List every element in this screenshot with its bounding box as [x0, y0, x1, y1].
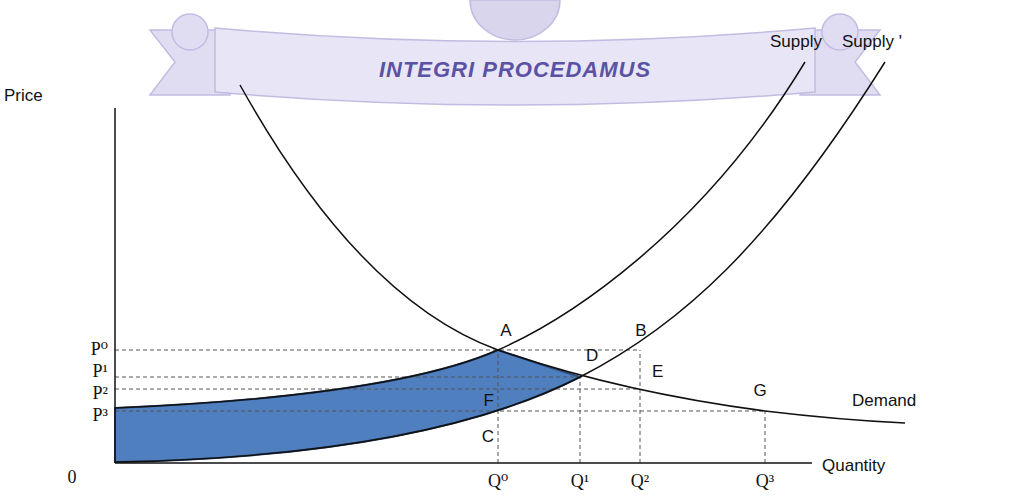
axis-title: Price: [4, 87, 43, 106]
point-label: B: [635, 322, 646, 341]
point-label: E: [652, 363, 663, 382]
quantity-label: Q⁰: [488, 472, 508, 492]
price-label: P³: [93, 406, 108, 426]
price-label: P²: [93, 384, 108, 404]
price-label: P¹: [93, 362, 108, 382]
quantity-label: Q³: [756, 472, 774, 492]
quantity-label: Q¹: [571, 472, 589, 492]
supply-curve: [115, 62, 805, 408]
watermark-banner: [150, 0, 880, 105]
point-label: C: [482, 428, 494, 447]
point-label: F: [484, 392, 494, 411]
axis-title: Quantity: [822, 457, 885, 476]
supply-prime-curve: [115, 62, 885, 462]
watermark-text: INTEGRI PROCEDAMUS: [379, 58, 651, 82]
point-label: A: [500, 322, 511, 341]
demand-curve: [240, 85, 905, 423]
price-label: P⁰: [91, 340, 108, 360]
origin-label: 0: [68, 468, 77, 488]
quantity-label: Q²: [631, 472, 649, 492]
curve-label: Demand: [852, 392, 916, 411]
point-label: G: [753, 382, 766, 401]
curve-label: Supply: [770, 33, 822, 52]
axes: [115, 108, 812, 463]
curve-label: Supply ': [842, 33, 902, 52]
point-label: D: [586, 347, 598, 366]
guide-lines: [115, 350, 765, 463]
